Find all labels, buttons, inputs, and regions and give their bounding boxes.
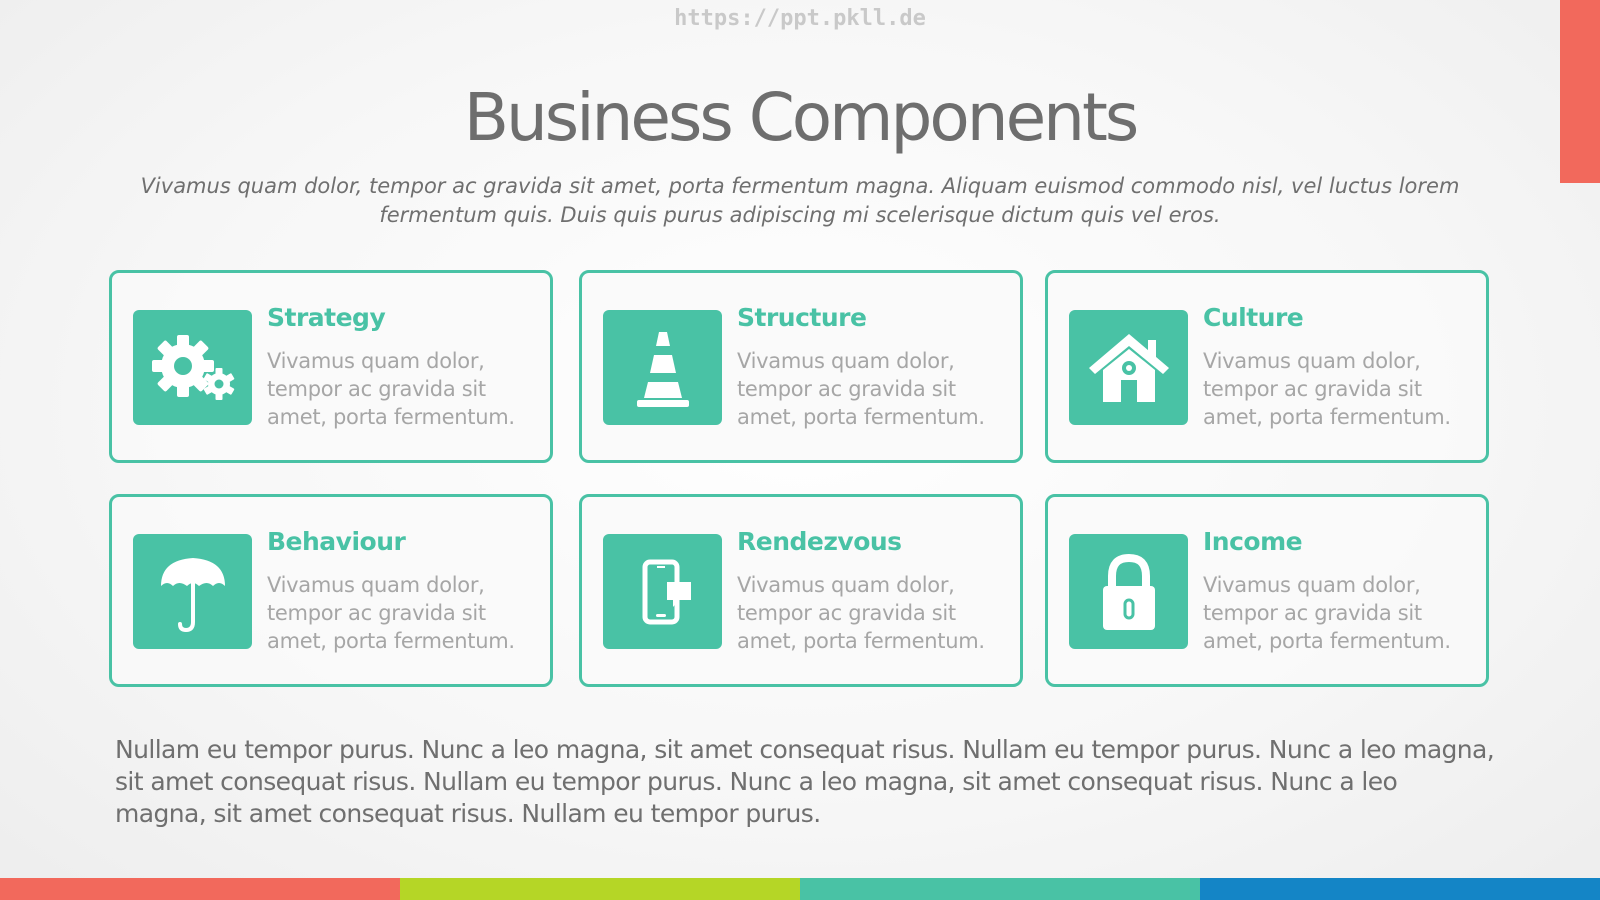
watermark-url: https://ppt.pkll.de [674,6,926,31]
card-title: Structure [737,303,867,332]
card-icon-box [1069,534,1188,649]
padlock-icon [1102,553,1155,630]
card-text: Vivamus quam dolor, tempor ac gravida si… [1203,349,1451,429]
card-title: Income [1203,527,1303,556]
page-subtitle: Vivamus quam dolor, tempor ac gravida si… [140,174,1460,227]
phone-chat-icon [642,559,691,624]
card-title: Culture [1203,303,1304,332]
card-title: Strategy [267,303,386,332]
card-icon-box [1069,310,1188,425]
card-text: Vivamus quam dolor, tempor ac gravida si… [737,573,985,653]
color-bar-segment-blue [1200,878,1600,900]
body-paragraph: Nullam eu tempor purus. Nunc a leo magna… [115,735,1495,828]
card-structure: Structure Vivamus quam dolor, tempor ac … [579,270,1023,463]
card-strategy: Strategy Vivamus quam dolor, tempor ac g… [109,270,553,463]
card-text: Vivamus quam dolor, tempor ac gravida si… [267,349,515,429]
card-icon-box [603,534,722,649]
card-text: Vivamus quam dolor, tempor ac gravida si… [267,573,515,653]
card-icon-box [133,534,252,649]
card-culture: Culture Vivamus quam dolor, tempor ac gr… [1045,270,1489,463]
card-income: Income Vivamus quam dolor, tempor ac gra… [1045,494,1489,687]
card-icon-box [603,310,722,425]
card-text: Vivamus quam dolor, tempor ac gravida si… [737,349,985,429]
color-bar-segment-lime [400,878,800,900]
card-behaviour: Behaviour Vivamus quam dolor, tempor ac … [109,494,553,687]
umbrella-icon [160,557,225,632]
footer-color-bar [0,878,1600,900]
color-bar-segment-teal [800,878,1200,900]
page-title: Business Components [463,79,1140,156]
color-bar-segment-red [0,878,400,900]
gears-icon [151,334,234,400]
traffic-cone-icon [636,331,689,407]
card-title: Rendezvous [737,527,902,556]
house-icon [1088,333,1169,402]
card-text: Vivamus quam dolor, tempor ac gravida si… [1203,573,1451,653]
corner-accent-bar [1560,0,1600,183]
card-icon-box [133,310,252,425]
card-title: Behaviour [267,527,406,556]
card-rendezvous: Rendezvous Vivamus quam dolor, tempor ac… [579,494,1023,687]
